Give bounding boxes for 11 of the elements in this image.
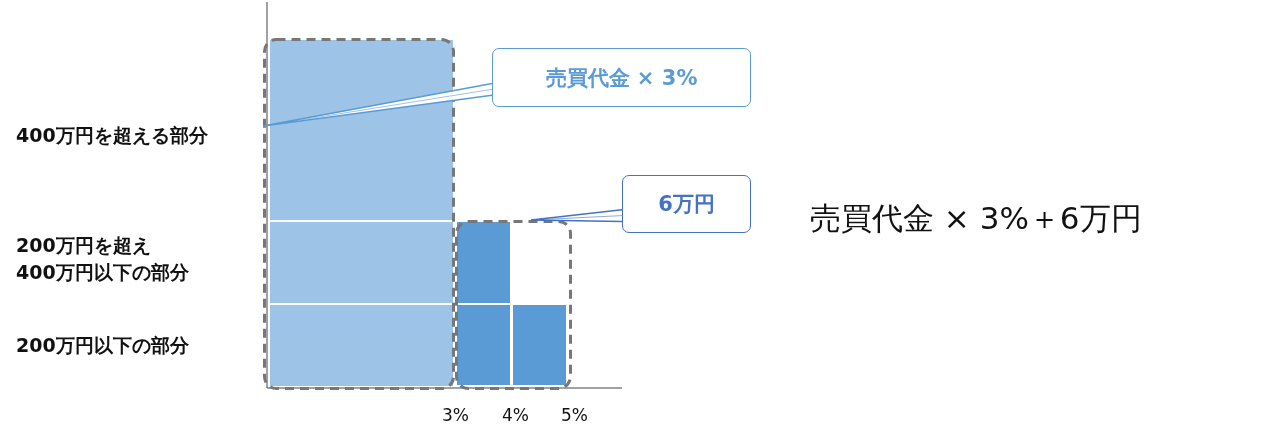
axis-label: 3%	[442, 405, 469, 425]
callout-box: 売買代金 × 3%	[492, 48, 751, 107]
row-label: 400万円を超える部分	[16, 123, 209, 148]
row-label: 200万円以下の部分	[16, 333, 190, 358]
row-label: 200万円を超え400万円以下の部分	[16, 233, 190, 285]
dashed-outline	[455, 220, 572, 390]
dashed-outline	[263, 38, 455, 390]
axis-label: 5%	[561, 405, 588, 425]
axis-label: 4%	[502, 405, 529, 425]
callout-box: 6万円	[622, 175, 751, 233]
formula-text: 売買代金 × 3%＋6万円	[810, 199, 1142, 238]
